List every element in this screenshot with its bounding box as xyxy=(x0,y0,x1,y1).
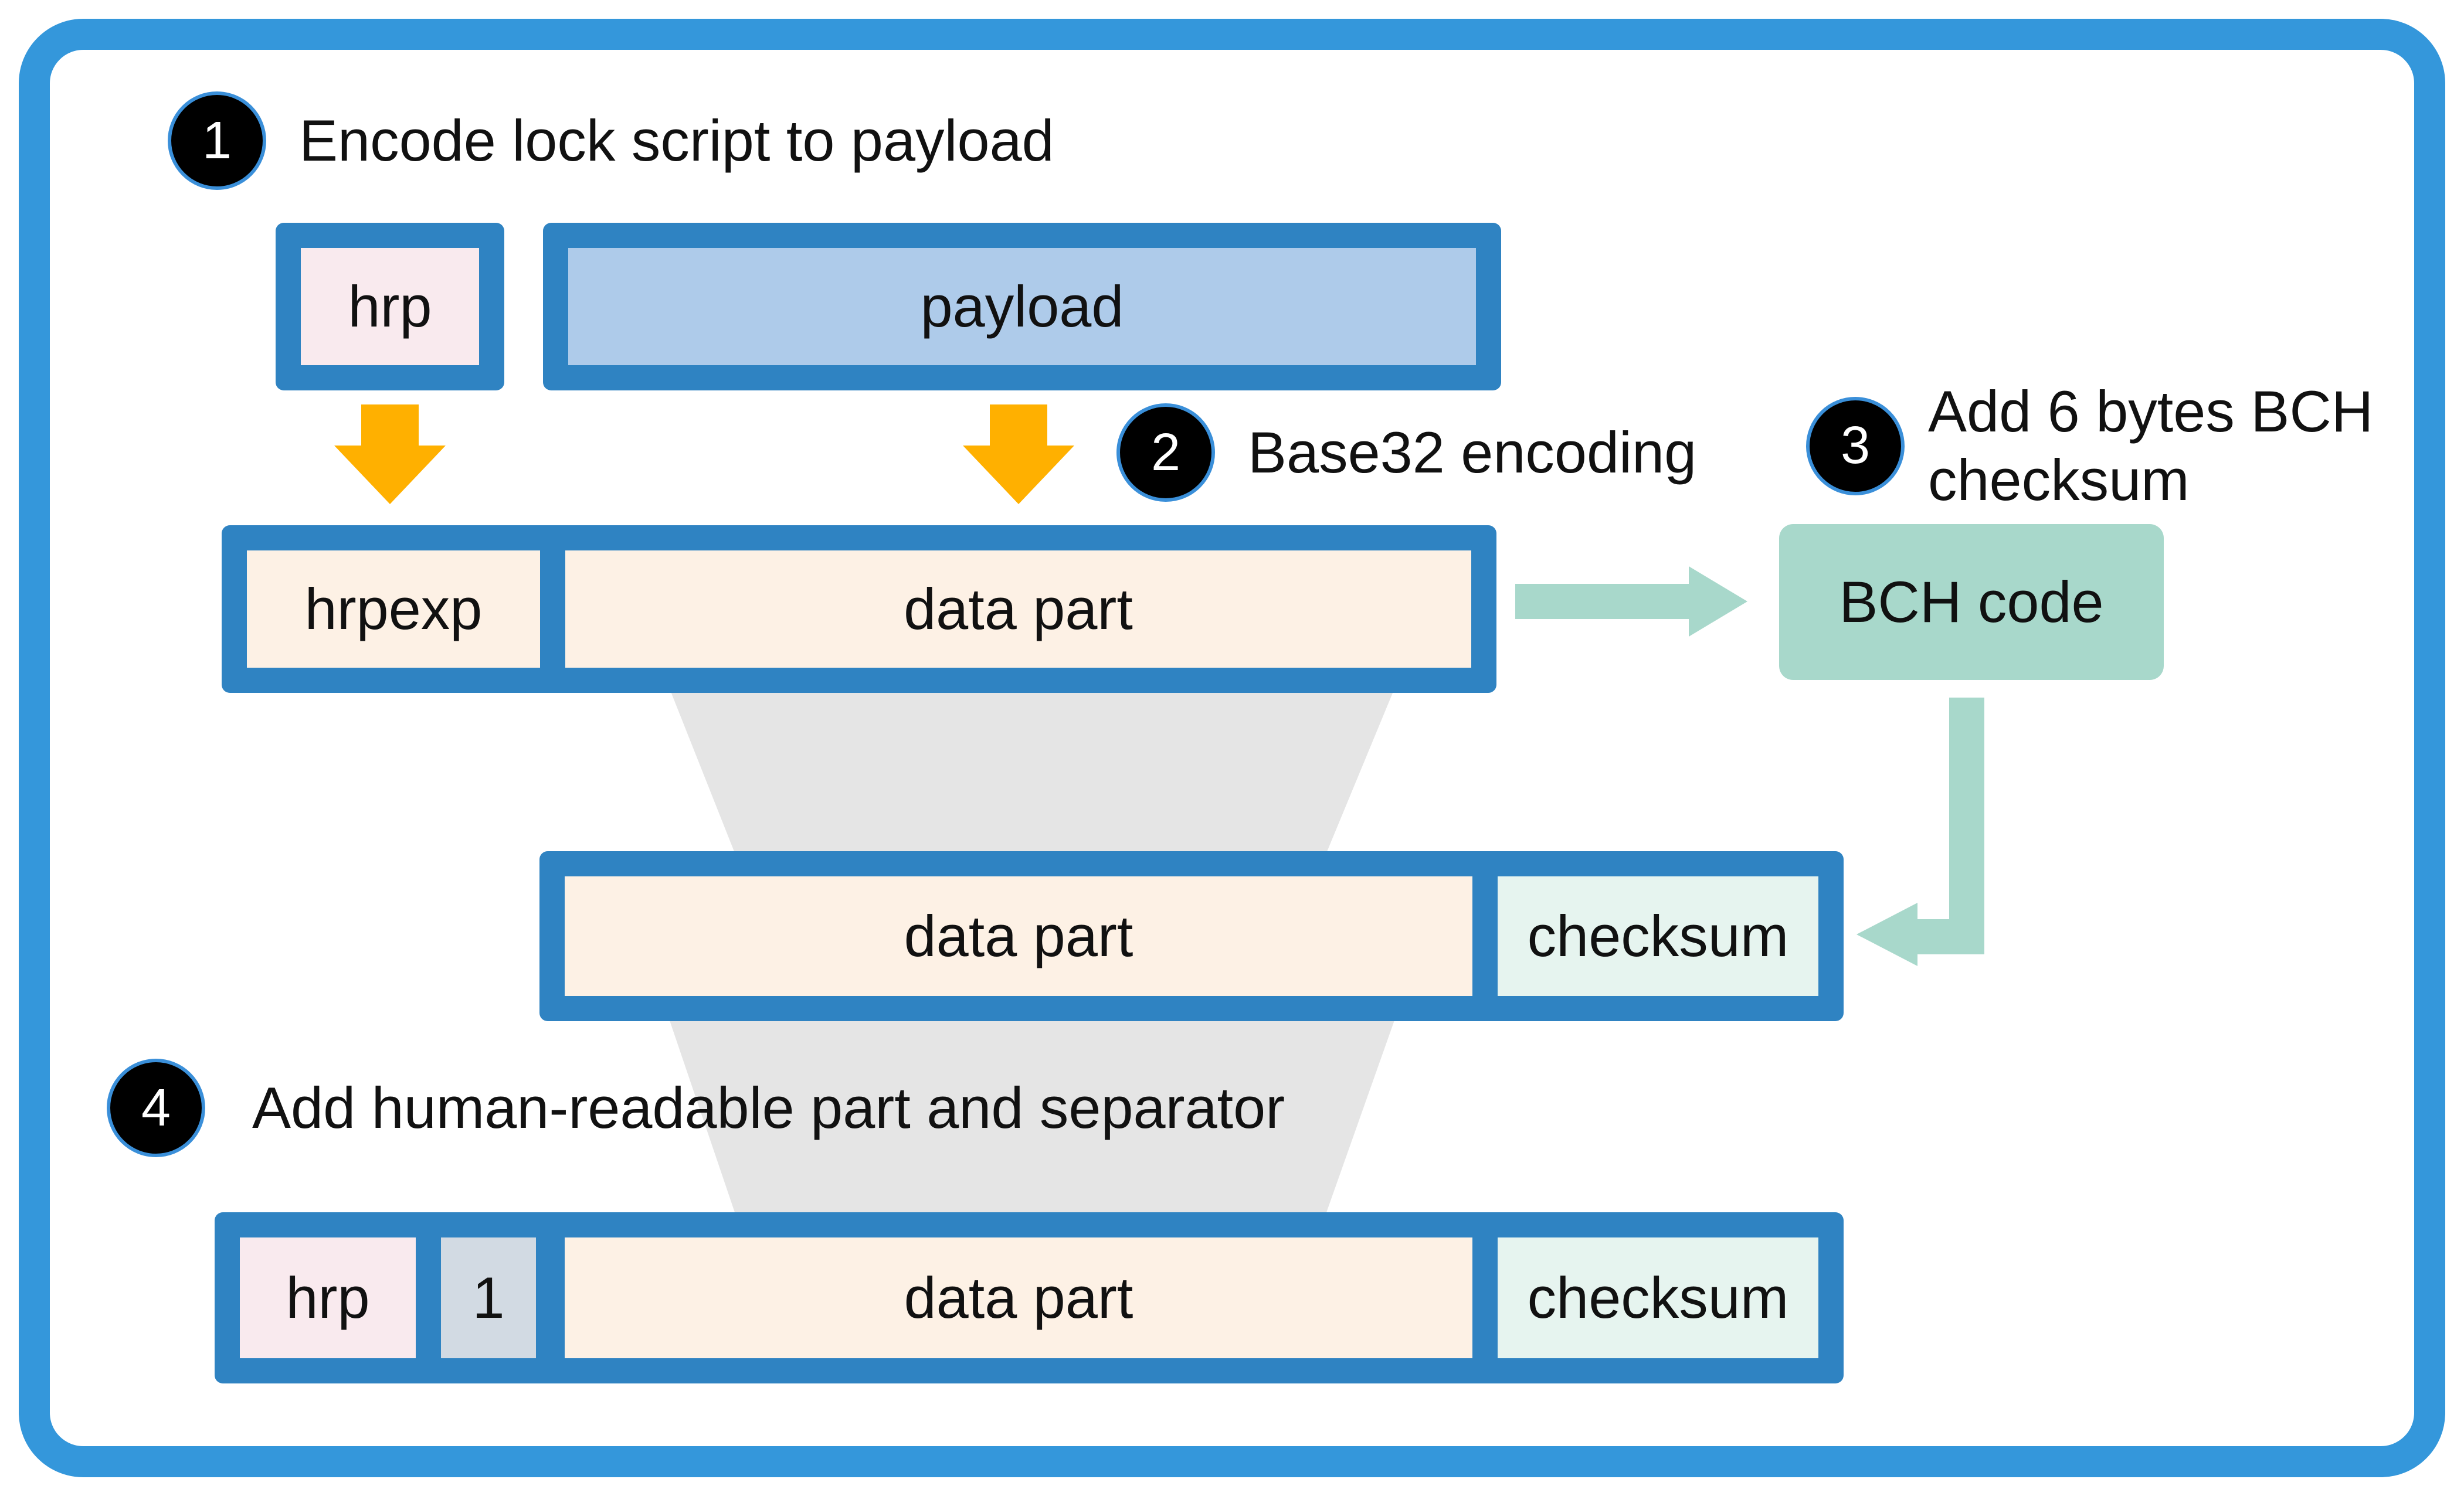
data-part-cell: data part xyxy=(565,1237,1472,1358)
step-4: 4 Add human-readable part and separator xyxy=(107,1059,1285,1157)
step-2-label: Base32 encoding xyxy=(1248,419,1697,485)
funnel-upper xyxy=(668,686,1396,856)
step-1-badge: 1 xyxy=(168,91,266,190)
step-3-label-line2: checksum xyxy=(1928,447,2190,512)
step-3: 3 Add 6 bytes BCH checksum xyxy=(1806,378,2373,515)
hrp-cell: hrp xyxy=(240,1237,416,1358)
step-3-badge: 3 xyxy=(1806,396,1905,495)
step-1-label: Encode lock script to payload xyxy=(299,107,1054,173)
checksum-block: data part checksum xyxy=(539,851,1844,1021)
data-part-cell: data part xyxy=(565,876,1472,996)
step-2: 2 Base32 encoding xyxy=(1116,403,1696,502)
step-4-label: Add human-readable part and separator xyxy=(252,1075,1285,1140)
step-3-label: Add 6 bytes BCH checksum xyxy=(1928,378,2373,515)
step-3-label-line1: Add 6 bytes BCH xyxy=(1928,379,2374,444)
step-1: 1 Encode lock script to payload xyxy=(168,91,1054,190)
expanded-block: hrpexp data part xyxy=(222,525,1496,693)
checksum-cell: checksum xyxy=(1498,1237,1818,1358)
step-2-badge: 2 xyxy=(1116,403,1215,502)
funnel-lower xyxy=(668,1017,1396,1216)
separator-cell: 1 xyxy=(441,1237,536,1358)
payload-block: payload xyxy=(543,223,1501,390)
hrp-block: hrp xyxy=(276,223,504,390)
step-4-badge: 4 xyxy=(107,1059,205,1157)
bch-code-box: BCH code xyxy=(1779,524,2164,680)
final-address-block: hrp 1 data part checksum xyxy=(215,1212,1844,1383)
hrpexp-cell: hrpexp xyxy=(247,550,540,668)
checksum-cell: checksum xyxy=(1498,876,1818,996)
hrp-cell: hrp xyxy=(301,248,479,365)
data-part-cell: data part xyxy=(565,550,1471,668)
payload-cell: payload xyxy=(568,248,1476,365)
